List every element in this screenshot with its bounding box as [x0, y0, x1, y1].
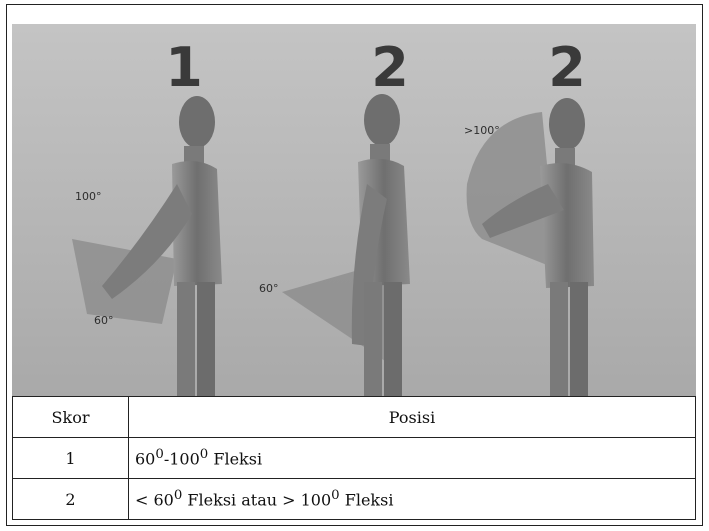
- figure-1-angle-label-bottom: 60°: [94, 314, 114, 327]
- row-1-degree-superscript-1: 0: [155, 447, 163, 462]
- posture-illustration: 1 2 2 100° 60° 60°: [12, 24, 696, 397]
- row-1-skor: 1: [13, 438, 129, 479]
- row-2-posisi-part-3: Fleksi: [340, 491, 394, 510]
- row-2-degree-superscript-2: 0: [331, 488, 339, 503]
- row-2-posisi-part-1: < 60: [135, 491, 174, 510]
- table-row: 1 600-1000 Fleksi: [13, 438, 696, 479]
- row-1-posisi-part-3: Fleksi: [208, 450, 262, 469]
- figure-1-score-number: 1: [165, 36, 203, 99]
- row-1-posisi-part-1: 60: [135, 450, 155, 469]
- row-1-posisi-part-2: -100: [164, 450, 200, 469]
- figure-2-angle-label: 60°: [259, 282, 279, 295]
- header-skor: Skor: [13, 397, 129, 438]
- row-1-posisi: 600-1000 Fleksi: [129, 438, 696, 479]
- header-posisi: Posisi: [129, 397, 696, 438]
- table-header-row: Skor Posisi: [13, 397, 696, 438]
- figure-3-score-number: 2: [548, 36, 586, 99]
- row-1-degree-superscript-2: 0: [200, 447, 208, 462]
- row-2-skor: 2: [13, 479, 129, 520]
- row-2-posisi: < 600 Fleksi atau > 1000 Fleksi: [129, 479, 696, 520]
- score-table: Skor Posisi 1 600-1000 Fleksi 2 < 600 Fl…: [12, 396, 696, 520]
- table-row: 2 < 600 Fleksi atau > 1000 Fleksi: [13, 479, 696, 520]
- figure-3-angle-label: >100°: [464, 124, 500, 137]
- figure-1-angle-label-top: 100°: [75, 190, 102, 203]
- row-2-posisi-part-2: Fleksi atau > 100: [182, 491, 331, 510]
- posture-illustration-svg: 1 2 2 100° 60° 60°: [12, 24, 696, 397]
- figure-2-score-number: 2: [371, 36, 409, 99]
